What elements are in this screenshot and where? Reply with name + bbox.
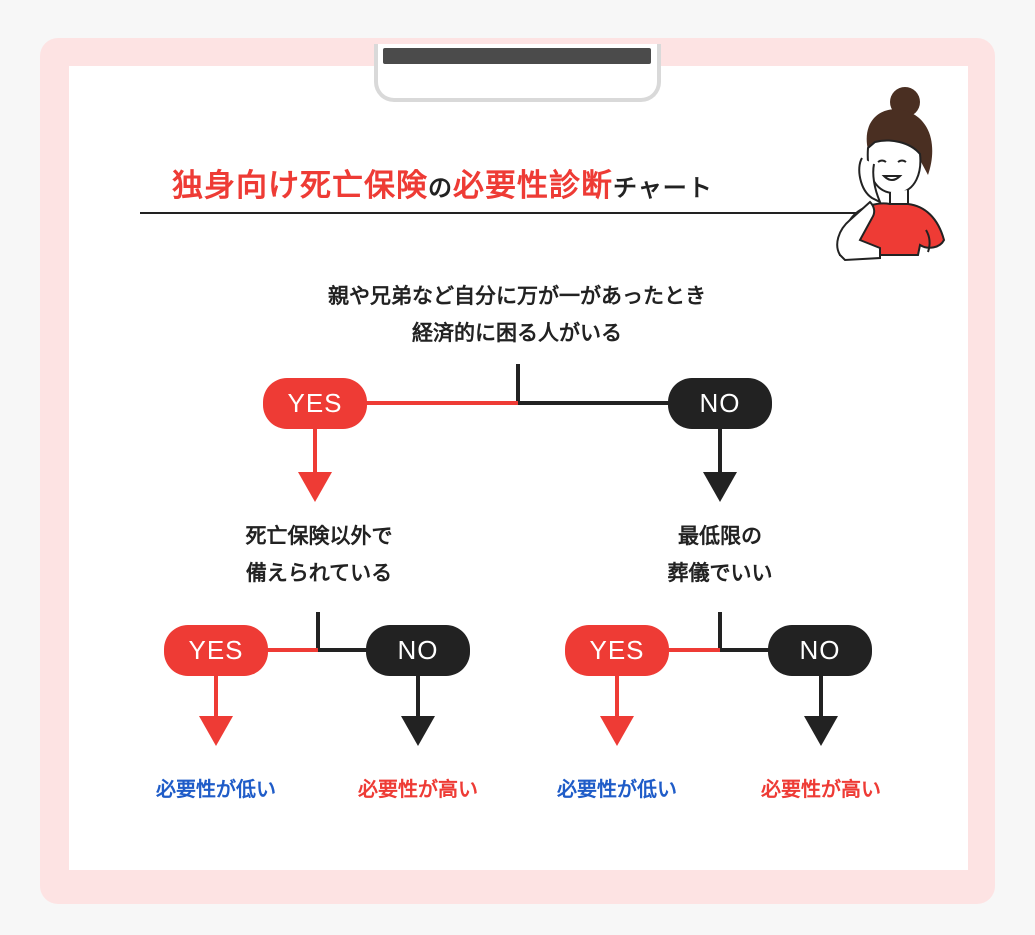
- arrow-q2l-no-head: [401, 716, 435, 746]
- no-pill-q2-right: NO: [768, 625, 872, 676]
- title-part-4: チャート: [613, 174, 713, 202]
- arrow-q2r-yes-head: [600, 716, 634, 746]
- arrow-q2r-no-head: [804, 716, 838, 746]
- result-high-1: 必要性が高い: [358, 777, 478, 801]
- yes-pill-q2-right: YES: [565, 625, 669, 676]
- title-part-2: の: [428, 174, 453, 202]
- title-part-1: 独身向け死亡保険: [172, 168, 428, 204]
- page-title: 独身向け死亡保険の必要性診断チャート: [172, 160, 713, 210]
- question-2-left: 死亡保険以外で 備えられている: [245, 524, 393, 585]
- result-high-2: 必要性が高い: [761, 777, 881, 801]
- arrow-q1-no-head: [703, 472, 737, 502]
- question-2-right: 最低限の 葬儀でいい: [667, 524, 773, 585]
- arrow-q1-yes-head: [298, 472, 332, 502]
- woman-character-illustration: [836, 87, 946, 262]
- question-1: 親や兄弟など自分に万が一があったとき 経済的に困る人がいる: [328, 284, 706, 345]
- yes-pill-q2-left: YES: [164, 625, 268, 676]
- title-underline: [140, 212, 868, 214]
- title-part-3: 必要性診断: [453, 168, 613, 204]
- result-low-1: 必要性が低い: [156, 777, 276, 801]
- clipboard-clip-bar: [383, 48, 651, 64]
- arrow-q2l-yes-head: [199, 716, 233, 746]
- result-low-2: 必要性が低い: [557, 777, 677, 801]
- no-pill-q1: NO: [668, 378, 772, 429]
- no-pill-q2-left: NO: [366, 625, 470, 676]
- yes-pill-q1: YES: [263, 378, 367, 429]
